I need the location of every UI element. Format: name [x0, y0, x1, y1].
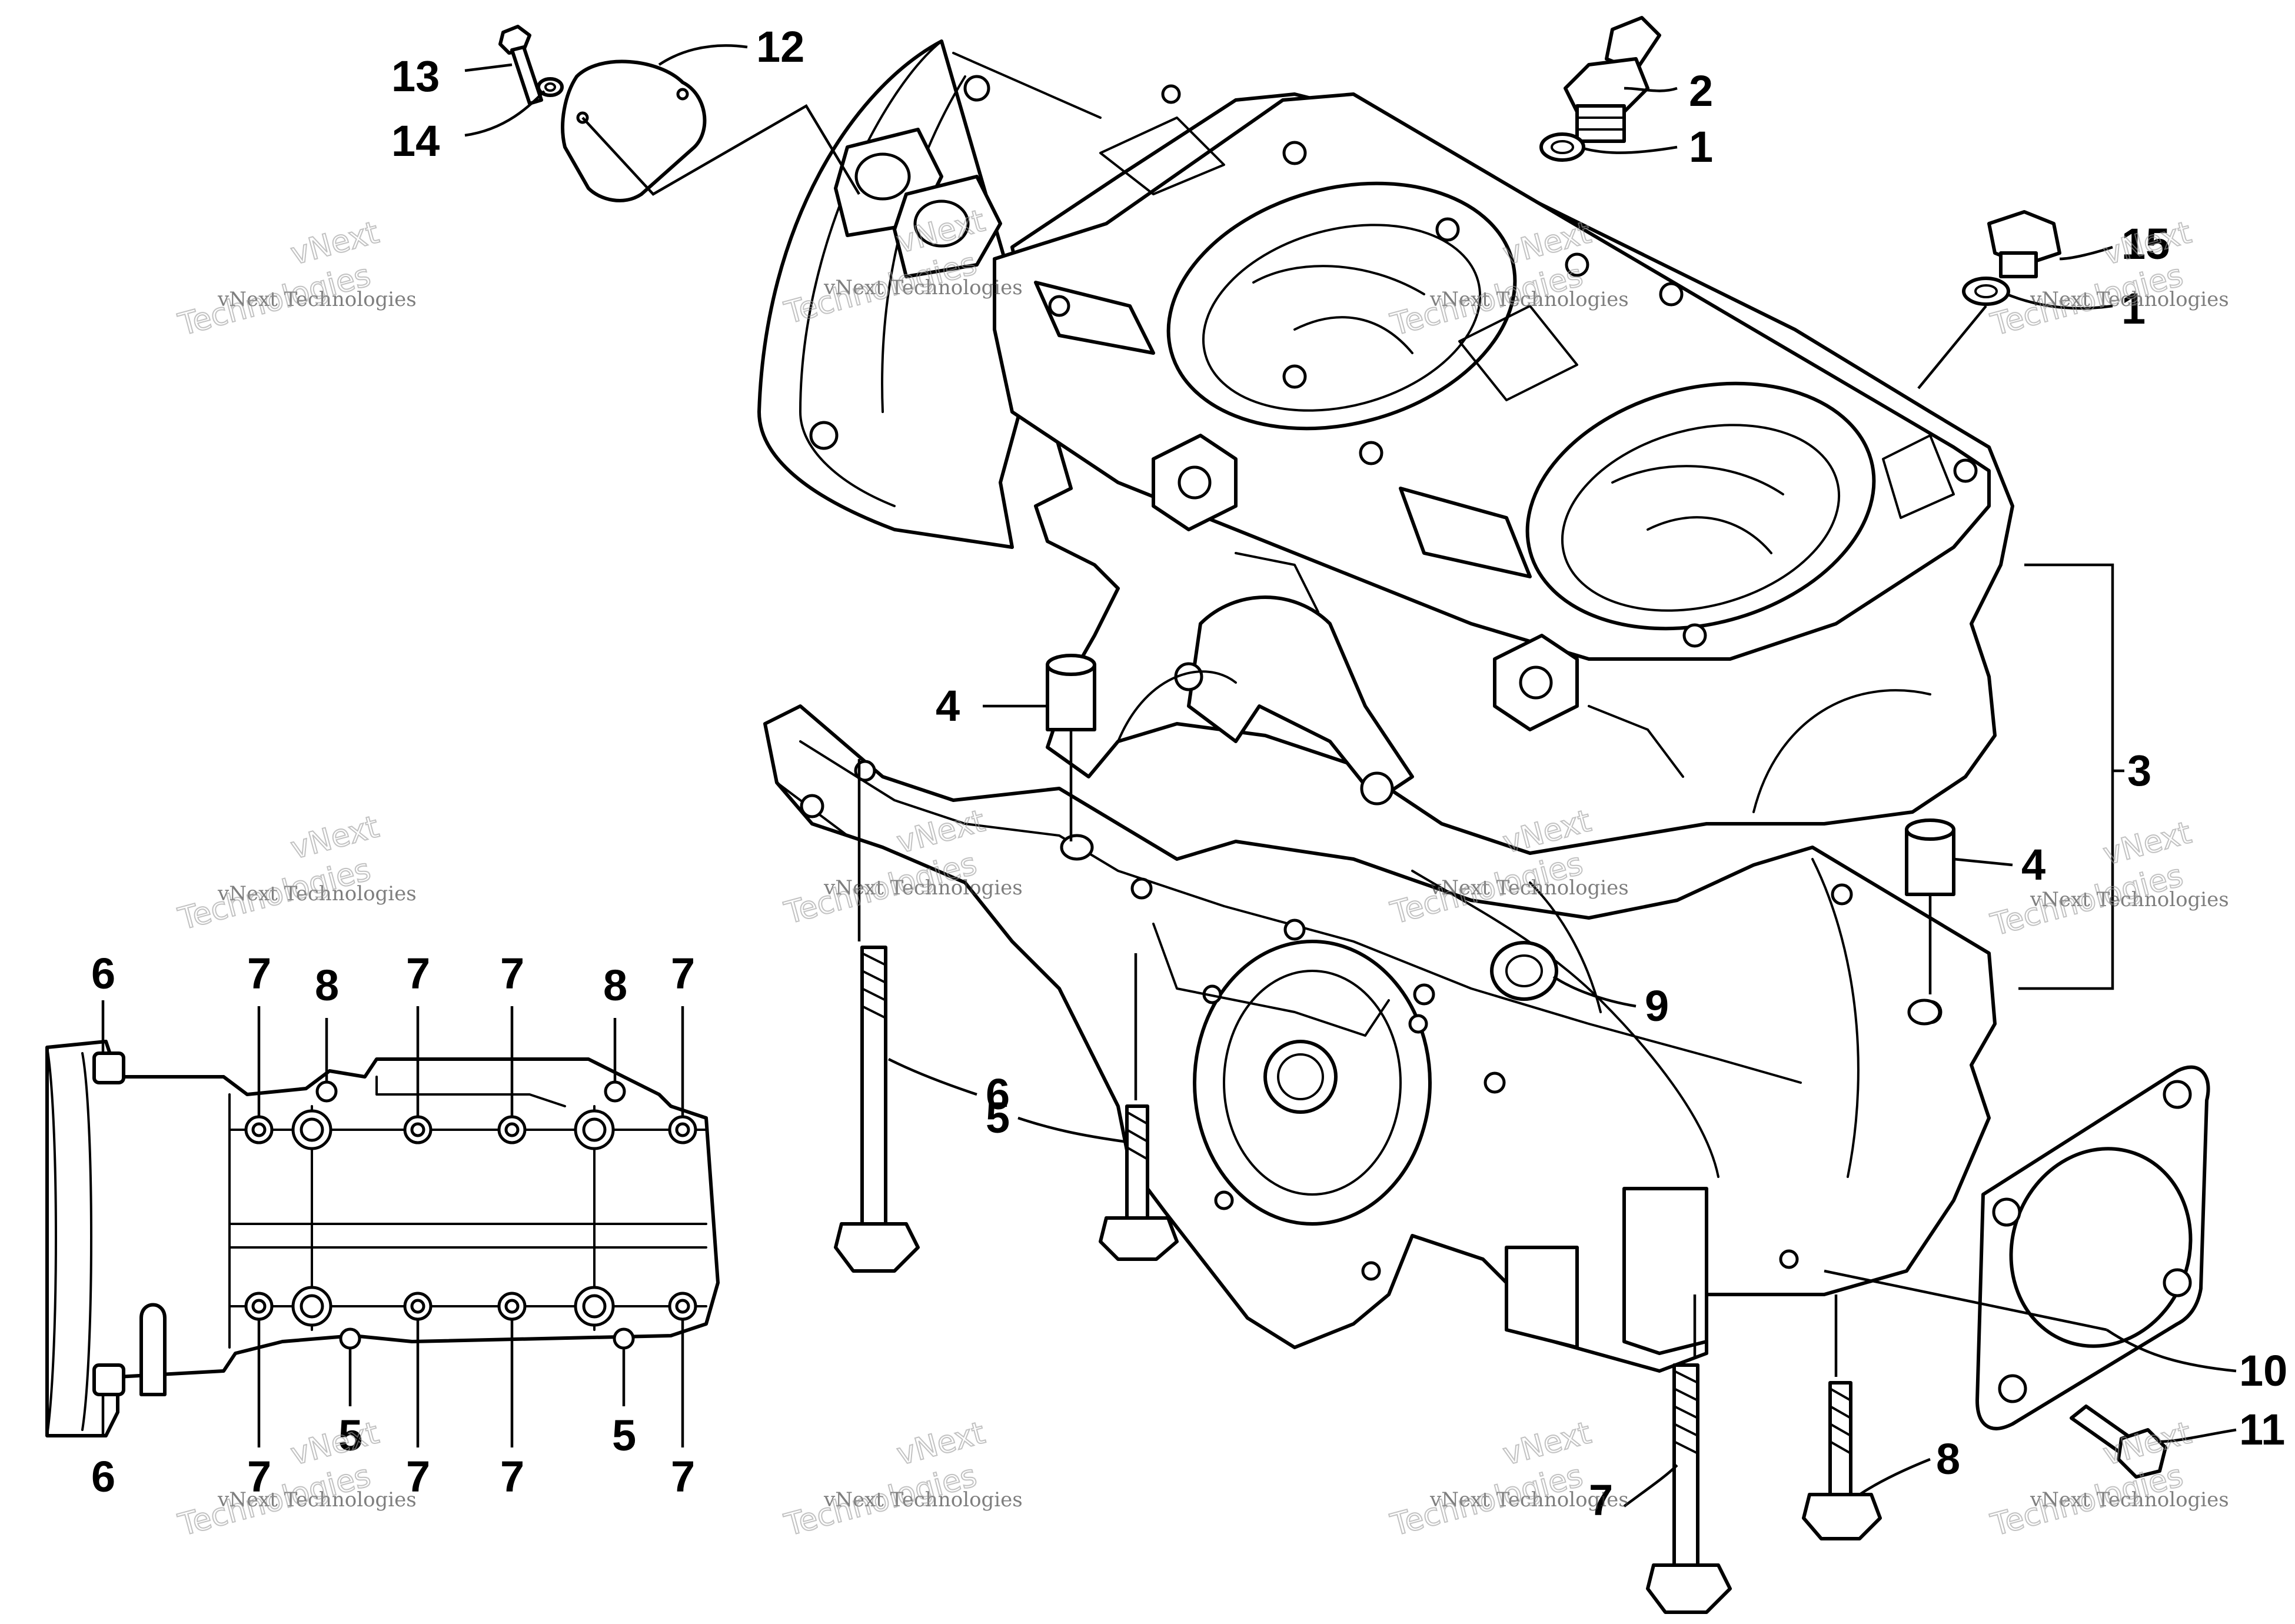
svg-text:vNext Technologies: vNext Technologies — [2030, 1488, 2229, 1512]
bolt-part-13 — [498, 25, 543, 105]
callout-10: 10 — [2239, 1346, 2287, 1395]
callout-labels: 12 13 14 2 1 15 1 3 4 4 9 6 5 10 11 7 8 — [391, 22, 2287, 1525]
callout-9: 9 — [1645, 981, 1669, 1030]
svg-text:vNext: vNext — [287, 1415, 382, 1472]
inset-callout-bottom-7b: 7 — [406, 1452, 430, 1501]
svg-text:vNext Technologies: vNext Technologies — [2030, 288, 2229, 311]
watermark: vNext Technologies vNext Technologies — [174, 214, 417, 344]
inset-callout-top-7c: 7 — [500, 949, 524, 998]
callout-14: 14 — [391, 117, 440, 165]
svg-text:vNext Technologies: vNext Technologies — [217, 1488, 417, 1512]
svg-text:vNext Technologies: vNext Technologies — [217, 882, 417, 906]
washer-part-1-upper — [1539, 132, 1585, 162]
inset-callout-bottom-7a: 7 — [247, 1452, 271, 1501]
callout-6: 6 — [986, 1070, 1010, 1119]
inset-callout-bottom-5b: 5 — [612, 1411, 636, 1460]
callout-7: 7 — [1589, 1476, 1613, 1525]
inset-callout-top-8a: 8 — [315, 961, 339, 1010]
bolt-part-6 — [834, 946, 920, 1273]
cover-plate-part-12 — [561, 59, 707, 202]
dowel-part-4-right — [1905, 818, 1955, 896]
inset-callout-top-7a: 7 — [247, 949, 271, 998]
callout-5: 5 — [986, 1093, 1010, 1142]
fitting-part-2 — [1564, 16, 1661, 143]
watermark: vNext Technologies vNext Technologies — [174, 808, 417, 938]
svg-text:vNext Technologies: vNext Technologies — [217, 288, 417, 311]
gasket-part-10 — [1975, 1065, 2210, 1430]
svg-text:vNext Technologies: vNext Technologies — [823, 876, 1023, 900]
inset-callout-bottom-6: 6 — [91, 1452, 115, 1501]
inset-callout-top-7d: 7 — [671, 949, 695, 998]
bolt-part-8 — [1802, 1381, 1882, 1540]
inset-callout-bottom-5a: 5 — [338, 1411, 362, 1460]
bolt-part-5 — [1099, 1104, 1179, 1261]
svg-text:vNext Technologies: vNext Technologies — [2030, 888, 2229, 911]
watermark: vNext Technologies vNext Technologies — [174, 1415, 417, 1544]
callout-8: 8 — [1936, 1435, 1960, 1483]
callout-11: 11 — [2239, 1405, 2285, 1454]
svg-text:vNext: vNext — [287, 809, 382, 866]
inset-callout-bottom-7d: 7 — [671, 1452, 695, 1501]
callout-4-right: 4 — [2021, 840, 2045, 889]
callout-15: 15 — [2121, 219, 2170, 268]
svg-text:vNext Technologies: vNext Technologies — [1429, 288, 1629, 311]
svg-text:vNext Technologies: vNext Technologies — [823, 1488, 1023, 1512]
callout-13: 13 — [391, 52, 440, 101]
lower-crankcase — [763, 704, 1997, 1373]
callout-1-upper: 1 — [1689, 122, 1713, 171]
callout-4-left: 4 — [936, 681, 960, 730]
bolt-part-11 — [2070, 1405, 2167, 1479]
bushing-part-9 — [1490, 941, 1558, 1001]
callout-2: 2 — [1689, 66, 1713, 115]
plug-part-15 — [1987, 210, 2061, 278]
svg-text:vNext Technologies: vNext Technologies — [1429, 1488, 1629, 1512]
inset-callout-top-7b: 7 — [406, 949, 430, 998]
inset-bottom-view — [45, 1040, 720, 1437]
callout-3: 3 — [2127, 746, 2151, 795]
callout-12: 12 — [756, 22, 804, 71]
svg-text:vNext Technologies: vNext Technologies — [823, 276, 1023, 299]
bolt-part-7 — [1646, 1363, 1732, 1614]
callout-1-lower: 1 — [2121, 284, 2146, 333]
leader-lines — [101, 44, 2237, 1507]
dowel-part-4-left — [1046, 654, 1096, 731]
upper-crankcase — [757, 39, 2014, 855]
inset-callout-bottom-7c: 7 — [500, 1452, 524, 1501]
svg-text:vNext: vNext — [287, 215, 382, 272]
inset-callout-top-6: 6 — [91, 949, 115, 998]
svg-text:vNext Technologies: vNext Technologies — [1429, 876, 1629, 900]
inset-callout-top-8b: 8 — [603, 961, 627, 1010]
watermark: vNext Technologies vNext Technologies — [780, 1415, 1023, 1544]
svg-text:vNext: vNext — [1499, 1415, 1595, 1472]
washer-part-1-lower — [1962, 277, 2010, 306]
svg-text:vNext: vNext — [893, 1415, 989, 1472]
inset-callout-labels: 6 7 8 7 7 8 7 6 7 5 7 7 5 7 — [91, 949, 695, 1501]
